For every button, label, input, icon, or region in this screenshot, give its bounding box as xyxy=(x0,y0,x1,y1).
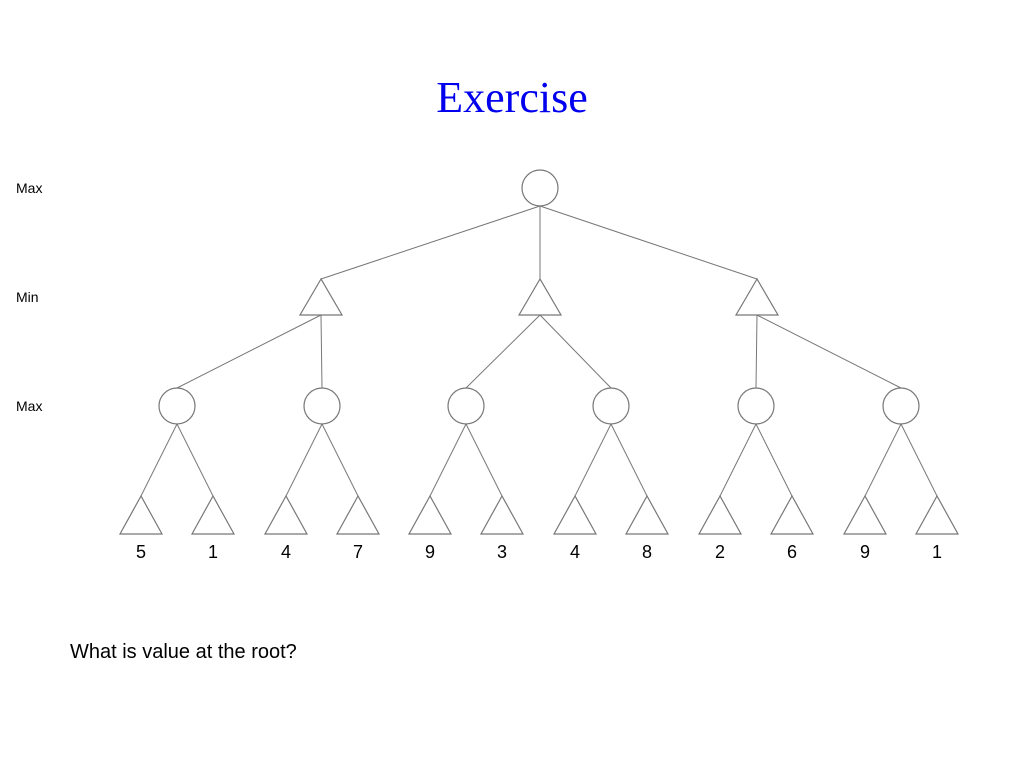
max-node-6 xyxy=(882,387,920,425)
level-label-min: Min xyxy=(16,289,39,305)
question-text: What is value at the root? xyxy=(70,641,297,663)
edge-min-max-5 xyxy=(755,314,758,389)
leaf-node-9 xyxy=(697,494,743,535)
max-node-5 xyxy=(737,387,775,425)
leaf-node-4 xyxy=(335,494,381,535)
edge-min-max-6 xyxy=(756,314,902,389)
leaf-value-12: 1 xyxy=(932,542,942,562)
edge-max-leaf-3 xyxy=(285,423,323,497)
max-node-1 xyxy=(158,387,196,425)
leaf-value-1: 5 xyxy=(136,542,146,562)
edge-max-leaf-10 xyxy=(755,423,793,497)
leaf-node-11 xyxy=(842,494,888,535)
root-max-node xyxy=(521,169,559,207)
leaf-value-6: 3 xyxy=(497,542,507,562)
slide-title: Exercise xyxy=(436,73,588,122)
edge-max-leaf-4 xyxy=(321,423,359,497)
edge-max-leaf-1 xyxy=(140,423,178,497)
level-label-max-root: Max xyxy=(16,180,43,196)
leaf-node-3 xyxy=(263,494,309,535)
edge-max-leaf-2 xyxy=(176,423,214,497)
min-node-1 xyxy=(298,277,344,316)
leaf-value-3: 4 xyxy=(281,542,291,562)
leaf-node-7 xyxy=(552,494,598,535)
max-node-2 xyxy=(303,387,341,425)
leaf-node-10 xyxy=(769,494,815,535)
edge-min-max-2 xyxy=(320,314,323,389)
edge-max-leaf-9 xyxy=(719,423,757,497)
level-label-max-lower: Max xyxy=(16,398,43,414)
leaf-value-4: 7 xyxy=(353,542,363,562)
edge-max-leaf-6 xyxy=(465,423,503,497)
leaf-node-12 xyxy=(914,494,960,535)
edge-min-max-4 xyxy=(539,314,612,389)
edge-root-min-1 xyxy=(320,205,541,280)
leaf-value-10: 6 xyxy=(787,542,797,562)
edge-max-leaf-12 xyxy=(900,423,938,497)
leaf-value-11: 9 xyxy=(860,542,870,562)
leaf-node-2 xyxy=(190,494,236,535)
leaf-value-8: 8 xyxy=(642,542,652,562)
max-node-3 xyxy=(447,387,485,425)
edge-root-min-3 xyxy=(539,205,758,280)
edge-min-max-3 xyxy=(465,314,541,389)
edge-max-leaf-7 xyxy=(574,423,612,497)
edge-max-leaf-8 xyxy=(610,423,648,497)
leaf-value-2: 1 xyxy=(208,542,218,562)
leaf-node-8 xyxy=(624,494,670,535)
edge-min-max-1 xyxy=(176,314,322,389)
min-node-3 xyxy=(734,277,780,316)
max-node-4 xyxy=(592,387,630,425)
edge-max-leaf-5 xyxy=(429,423,467,497)
leaf-value-7: 4 xyxy=(570,542,580,562)
leaf-node-1 xyxy=(118,494,164,535)
leaf-value-5: 9 xyxy=(425,542,435,562)
leaf-node-6 xyxy=(479,494,525,535)
leaf-node-5 xyxy=(407,494,453,535)
min-node-2 xyxy=(517,277,563,316)
leaf-value-9: 2 xyxy=(715,542,725,562)
edge-max-leaf-11 xyxy=(864,423,902,497)
